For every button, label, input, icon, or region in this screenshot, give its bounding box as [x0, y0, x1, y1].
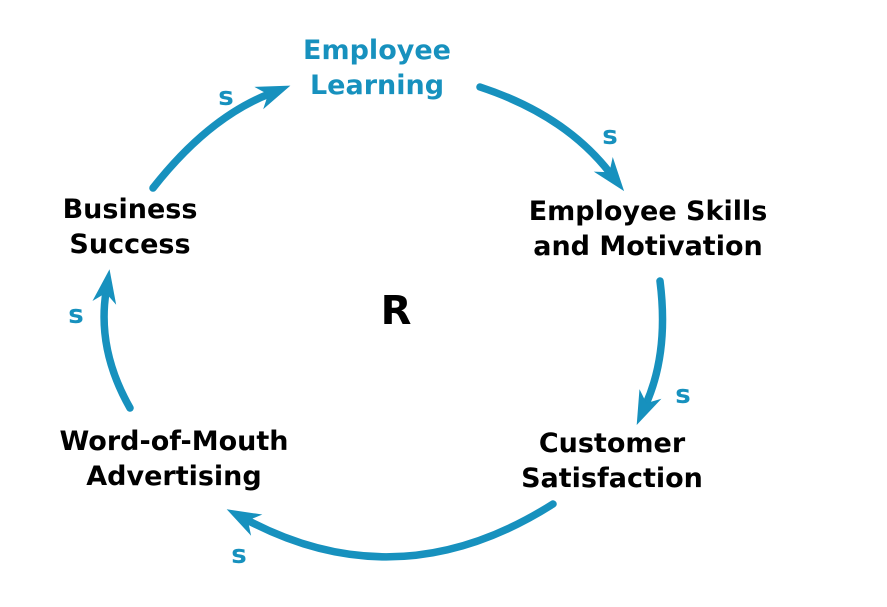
- reinforcing-loop-label: R: [380, 288, 412, 334]
- edge-employee-learning-to-employee-skills-arrow: [476, 83, 625, 192]
- node-employee-skills-and-motivation: Employee Skills and Motivation: [528, 196, 768, 263]
- node-business-success: Business Success: [62, 194, 198, 261]
- polarity-label-s-skills-to-customer: s: [675, 380, 691, 410]
- polarity-label-s-learning-to-skills: s: [602, 121, 618, 151]
- edge-employee-skills-to-customer-satisfaction-arrow: [636, 277, 667, 426]
- node-word-of-mouth-advertising: Word-of-Mouth Advertising: [59, 426, 289, 493]
- node-customer-satisfaction: Customer Satisfaction: [521, 428, 703, 495]
- polarity-label-s-business-to-learning: s: [218, 82, 234, 112]
- polarity-label-s-customer-to-wom: s: [231, 540, 247, 570]
- edge-word-of-mouth-to-business-success-arrow: [92, 269, 134, 412]
- edge-customer-satisfaction-to-word-of-mouth-arrow: [226, 500, 557, 561]
- polarity-label-s-wom-to-business: s: [68, 300, 84, 330]
- node-employee-learning: Employee Learning: [303, 35, 451, 102]
- edge-business-success-to-employee-learning-arrow: [149, 85, 291, 192]
